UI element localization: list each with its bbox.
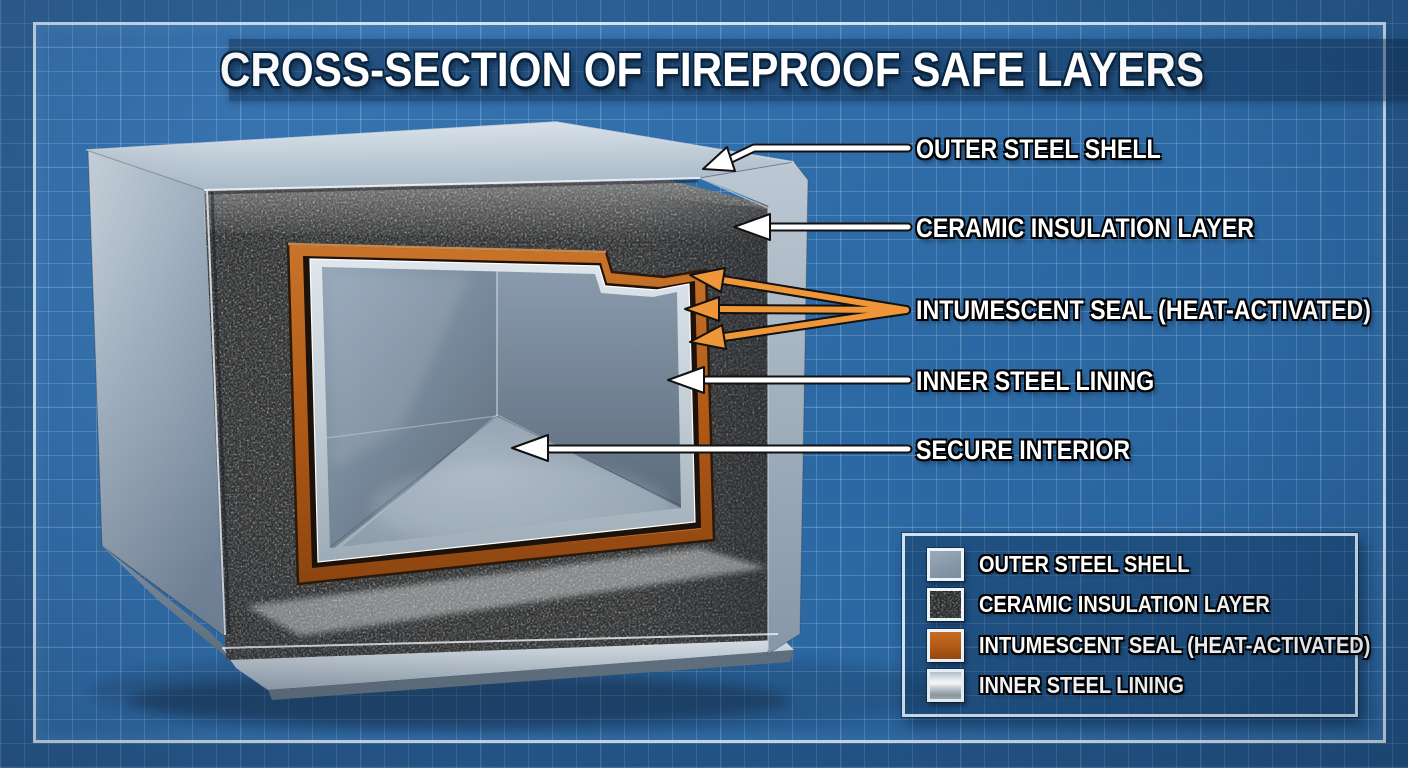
ceramic-insulation-swatch <box>927 588 964 622</box>
intumescent-seal-swatch <box>927 628 964 662</box>
arrowhead-interior <box>511 434 549 462</box>
callout-intumescent-seal: INTUMESCENT SEAL (HEAT-ACTIVATED) <box>916 295 1371 325</box>
callout-outer-steel-shell: OUTER STEEL SHELL <box>916 134 1161 164</box>
legend-row-lining: INNER STEEL LINING <box>927 668 1355 704</box>
intumescent-arrows <box>684 267 911 350</box>
arrowhead-lining <box>667 366 705 394</box>
arrowhead-outer-shell <box>702 146 736 172</box>
legend: OUTER STEEL SHELL CERAMIC INSULATION LAY… <box>902 533 1370 717</box>
outer-steel-shell-swatch <box>927 547 964 581</box>
inner-steel-lining-swatch <box>927 669 964 703</box>
legend-label: CERAMIC INSULATION LAYER <box>979 591 1270 618</box>
legend-label: INTUMESCENT SEAL (HEAT-ACTIVATED) <box>979 631 1371 658</box>
callout-secure-interior: SECURE INTERIOR <box>916 435 1131 465</box>
legend-label: OUTER STEEL SHELL <box>979 550 1190 577</box>
blueprint-frame <box>33 22 1386 743</box>
title-banner <box>229 39 1408 101</box>
callout-ceramic-insulation: CERAMIC INSULATION LAYER <box>916 213 1255 243</box>
legend-row-intumescent: INTUMESCENT SEAL (HEAT-ACTIVATED) <box>927 627 1370 663</box>
page-title: CROSS-SECTION OF FIREPROOF SAFE LAYERS <box>219 43 1205 97</box>
arrowhead-ceramic <box>733 213 771 241</box>
legend-row-ceramic: CERAMIC INSULATION LAYER <box>927 587 1355 623</box>
legend-label: INNER STEEL LINING <box>979 672 1184 699</box>
callout-arrows <box>511 143 913 462</box>
callout-inner-steel-lining: INNER STEEL LINING <box>916 366 1155 396</box>
legend-row-outer-shell: OUTER STEEL SHELL <box>927 546 1355 582</box>
